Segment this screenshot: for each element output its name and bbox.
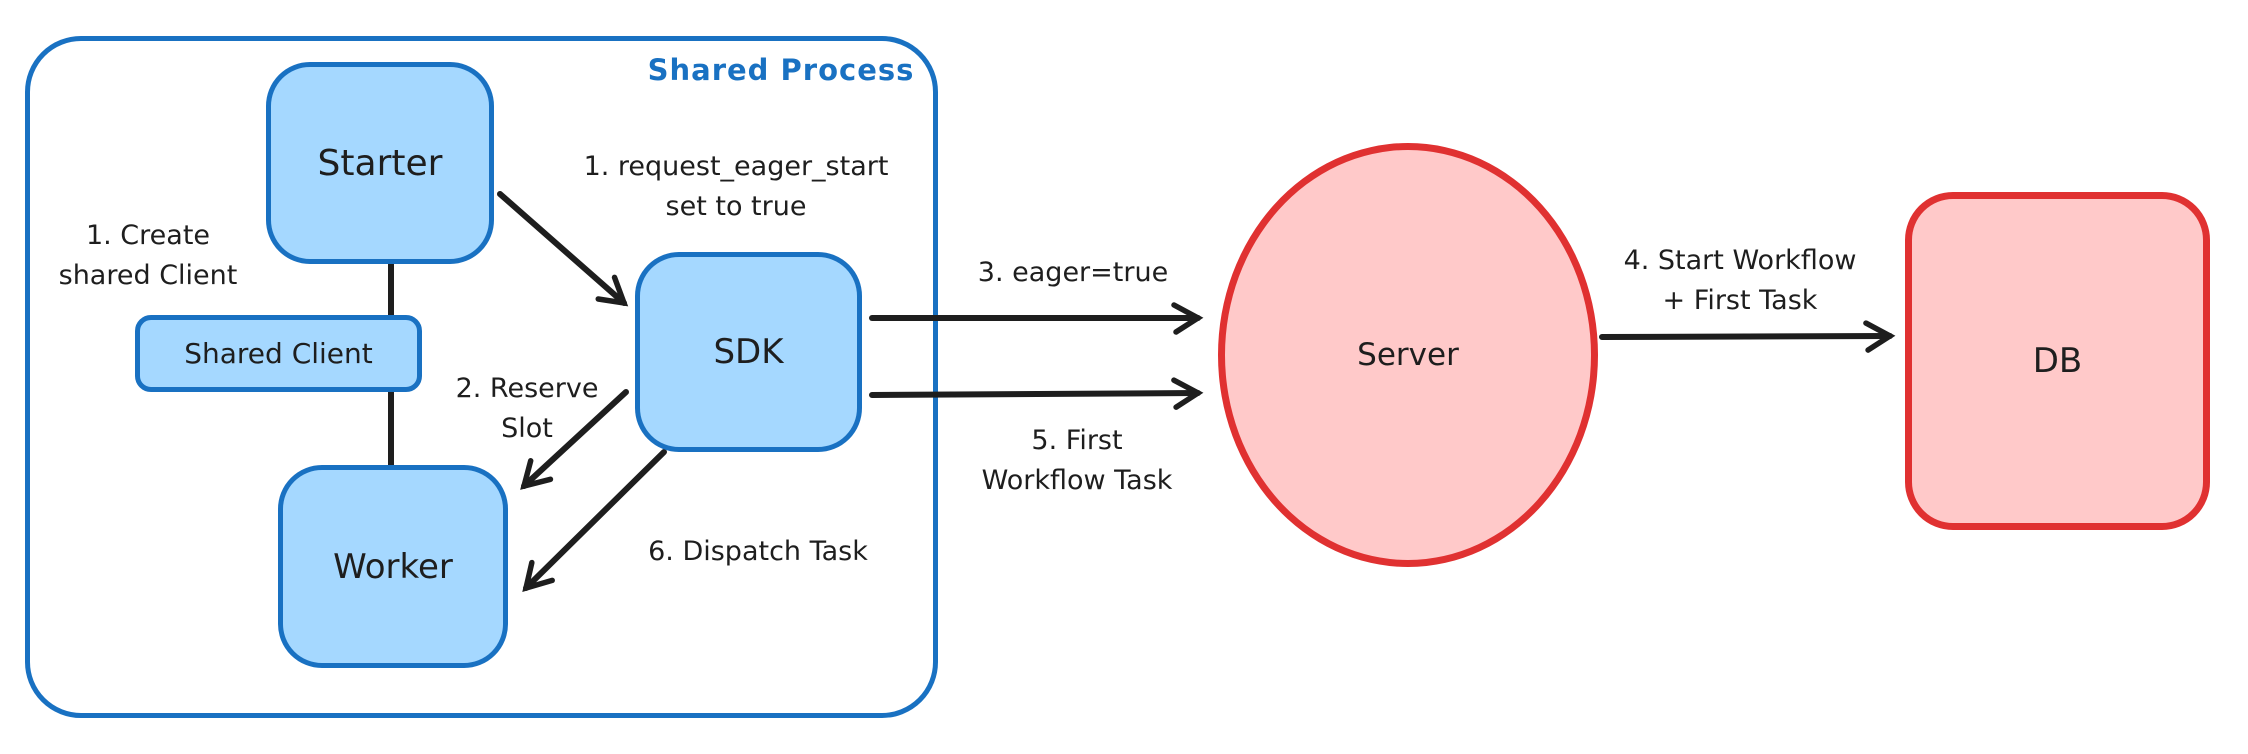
arrow-sdk-to-worker-reserve [520,389,629,490]
starter-label: Starter [317,142,443,184]
worker-node: Worker [278,465,508,668]
shared-process-container [25,36,938,718]
db-label: DB [2032,341,2083,381]
worker-label: Worker [333,546,453,587]
annotation-line: 1. request_eager_start [583,151,889,182]
shared-client-label: Shared Client [184,337,373,370]
annotation-line: 6. Dispatch Task [648,536,868,567]
annotation-request-eager-start: 1. request_eager_start set to true [584,147,889,227]
arrow-sdk-to-server-first-task [869,377,1204,410]
annotation-line: Slot [501,413,553,444]
annotation-line: set to true [665,191,807,222]
annotation-start-workflow-first-task: 4. Start Workflow + First Task [1624,241,1857,321]
shared-process-title: Shared Process [647,53,915,87]
arrow-sdk-to-worker-dispatch [522,449,667,592]
annotation-line: + First Task [1662,285,1818,316]
sdk-node: SDK [635,252,862,452]
server-label: Server [1357,337,1459,373]
annotation-first-workflow-task: 5. First Workflow Task [982,421,1173,501]
sdk-label: SDK [713,332,784,372]
annotation-line: 2. Reserve [455,373,599,404]
db-node: DB [1905,192,2210,530]
annotation-dispatch-task: 6. Dispatch Task [648,532,868,572]
annotation-line: shared Client [58,260,238,291]
annotation-line: Workflow Task [981,465,1173,496]
annotation-line: 1. Create [85,220,211,251]
starter-node: Starter [266,62,494,264]
annotation-line: 5. First [1031,425,1123,456]
annotation-reserve-slot: 2. Reserve Slot [456,369,599,449]
annotation-create-shared-client: 1. Create shared Client [59,216,238,296]
arrow-server-to-db [1599,320,1896,353]
server-node: Server [1218,143,1598,567]
arrow-starter-to-sdk [497,191,629,307]
shared-client-node: Shared Client [135,315,422,392]
annotation-eager-true: 3. eager=true [978,253,1168,293]
annotation-line: 3. eager=true [977,257,1169,288]
annotation-line: 4. Start Workflow [1623,245,1857,276]
